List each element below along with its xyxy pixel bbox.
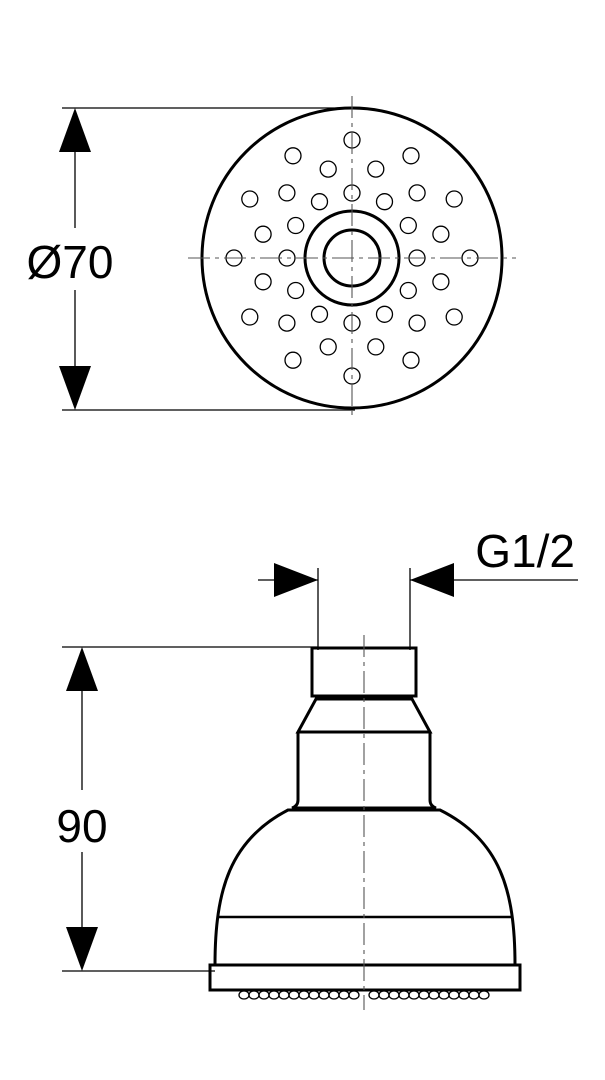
nozzle-hole	[408, 314, 426, 332]
nozzle-hole	[254, 225, 272, 243]
nozzle-bump	[308, 990, 320, 1000]
nozzle-bump	[318, 990, 330, 1000]
nozzle-bump	[388, 990, 400, 1000]
nozzle-hole	[287, 281, 305, 300]
thread-arrow-right	[410, 563, 454, 597]
nozzle-hole	[319, 338, 337, 356]
nozzle-bump	[448, 990, 460, 1000]
nozzle-bump	[298, 990, 310, 1000]
nozzle-bump	[288, 990, 300, 1000]
nozzle-hole	[310, 305, 329, 323]
nozzle-bump	[248, 990, 260, 1000]
nozzle-hole	[284, 147, 302, 165]
diameter-label: Ø70	[27, 236, 114, 288]
nozzle-bump	[338, 990, 350, 1000]
nozzle-hole	[278, 184, 296, 202]
nozzle-bump	[408, 990, 420, 1000]
height-label: 90	[56, 800, 107, 852]
bottom-rim	[208, 963, 522, 992]
nozzle-hole	[367, 160, 385, 178]
nozzle-hole	[319, 160, 337, 178]
nozzle-bumps	[238, 990, 490, 1000]
nozzle-bump	[268, 990, 280, 1000]
height-arrow-top	[66, 647, 98, 691]
nozzle-bump	[478, 990, 490, 1000]
dome-body	[213, 808, 517, 967]
nozzle-hole	[284, 351, 302, 369]
nozzle-bump	[348, 990, 360, 1000]
nozzle-bump	[378, 990, 390, 1000]
height-label-mask	[40, 790, 124, 852]
nozzle-hole	[310, 193, 329, 211]
nozzle-hole	[241, 308, 259, 326]
height-arrow-bottom	[66, 927, 98, 971]
nozzle-hole	[432, 273, 450, 291]
nozzle-hole	[278, 314, 296, 332]
nozzle-hole	[399, 281, 417, 300]
thread-arrow-left	[274, 563, 318, 597]
nozzle-bump	[438, 990, 450, 1000]
diameter-label-mask	[20, 228, 124, 290]
top-view: Ø70	[20, 96, 516, 420]
nozzle-bump	[418, 990, 430, 1000]
nozzle-hole	[399, 216, 417, 235]
nozzle-hole	[254, 273, 272, 291]
diameter-arrow-bottom	[59, 366, 91, 410]
nozzle-bump	[328, 990, 340, 1000]
nozzle-bump	[428, 990, 440, 1000]
nozzle-hole	[375, 193, 394, 211]
nozzle-bump	[458, 990, 470, 1000]
nozzle-bump	[398, 990, 410, 1000]
nozzle-hole	[367, 338, 385, 356]
nozzle-hole	[241, 190, 259, 208]
nozzle-bump	[368, 990, 380, 1000]
nozzle-hole	[445, 308, 463, 326]
nozzle-hole	[445, 190, 463, 208]
thread-label: G1/2	[475, 525, 575, 577]
nozzle-hole	[402, 147, 420, 165]
nozzle-bump	[468, 990, 480, 1000]
nozzle-hole	[287, 216, 305, 235]
side-view: G1/2 90	[40, 525, 578, 1010]
diameter-arrow-top	[59, 108, 91, 152]
nozzle-hole	[408, 184, 426, 202]
nozzle-hole	[375, 305, 394, 323]
nozzle-bump	[278, 990, 290, 1000]
nozzle-hole	[432, 225, 450, 243]
nozzle-bump	[258, 990, 270, 1000]
nozzle-bump	[238, 990, 250, 1000]
nozzle-hole	[402, 351, 420, 369]
